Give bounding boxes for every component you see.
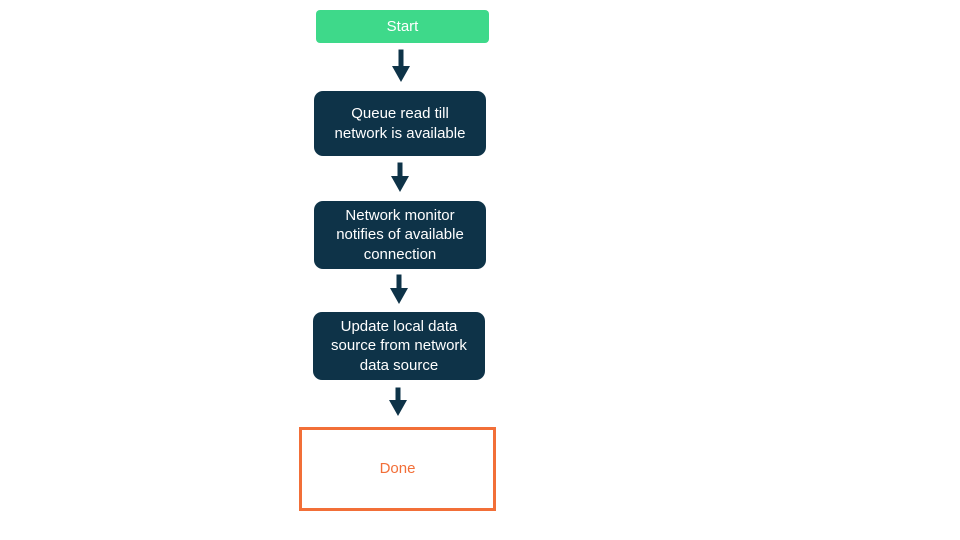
node-queue-read[interactable]: Queue read till network is available xyxy=(314,91,486,156)
node-network-monitor[interactable]: Network monitor notifies of available co… xyxy=(314,201,486,269)
arrow-start-to-queue xyxy=(392,49,410,82)
node-done[interactable]: Done xyxy=(299,427,496,511)
arrow-update-to-done xyxy=(389,387,407,416)
arrow-queue-to-monitor xyxy=(391,162,409,192)
node-update-local-data-source[interactable]: Update local data source from network da… xyxy=(313,312,485,380)
node-start[interactable]: Start xyxy=(316,10,489,43)
arrow-monitor-to-update xyxy=(390,274,408,304)
